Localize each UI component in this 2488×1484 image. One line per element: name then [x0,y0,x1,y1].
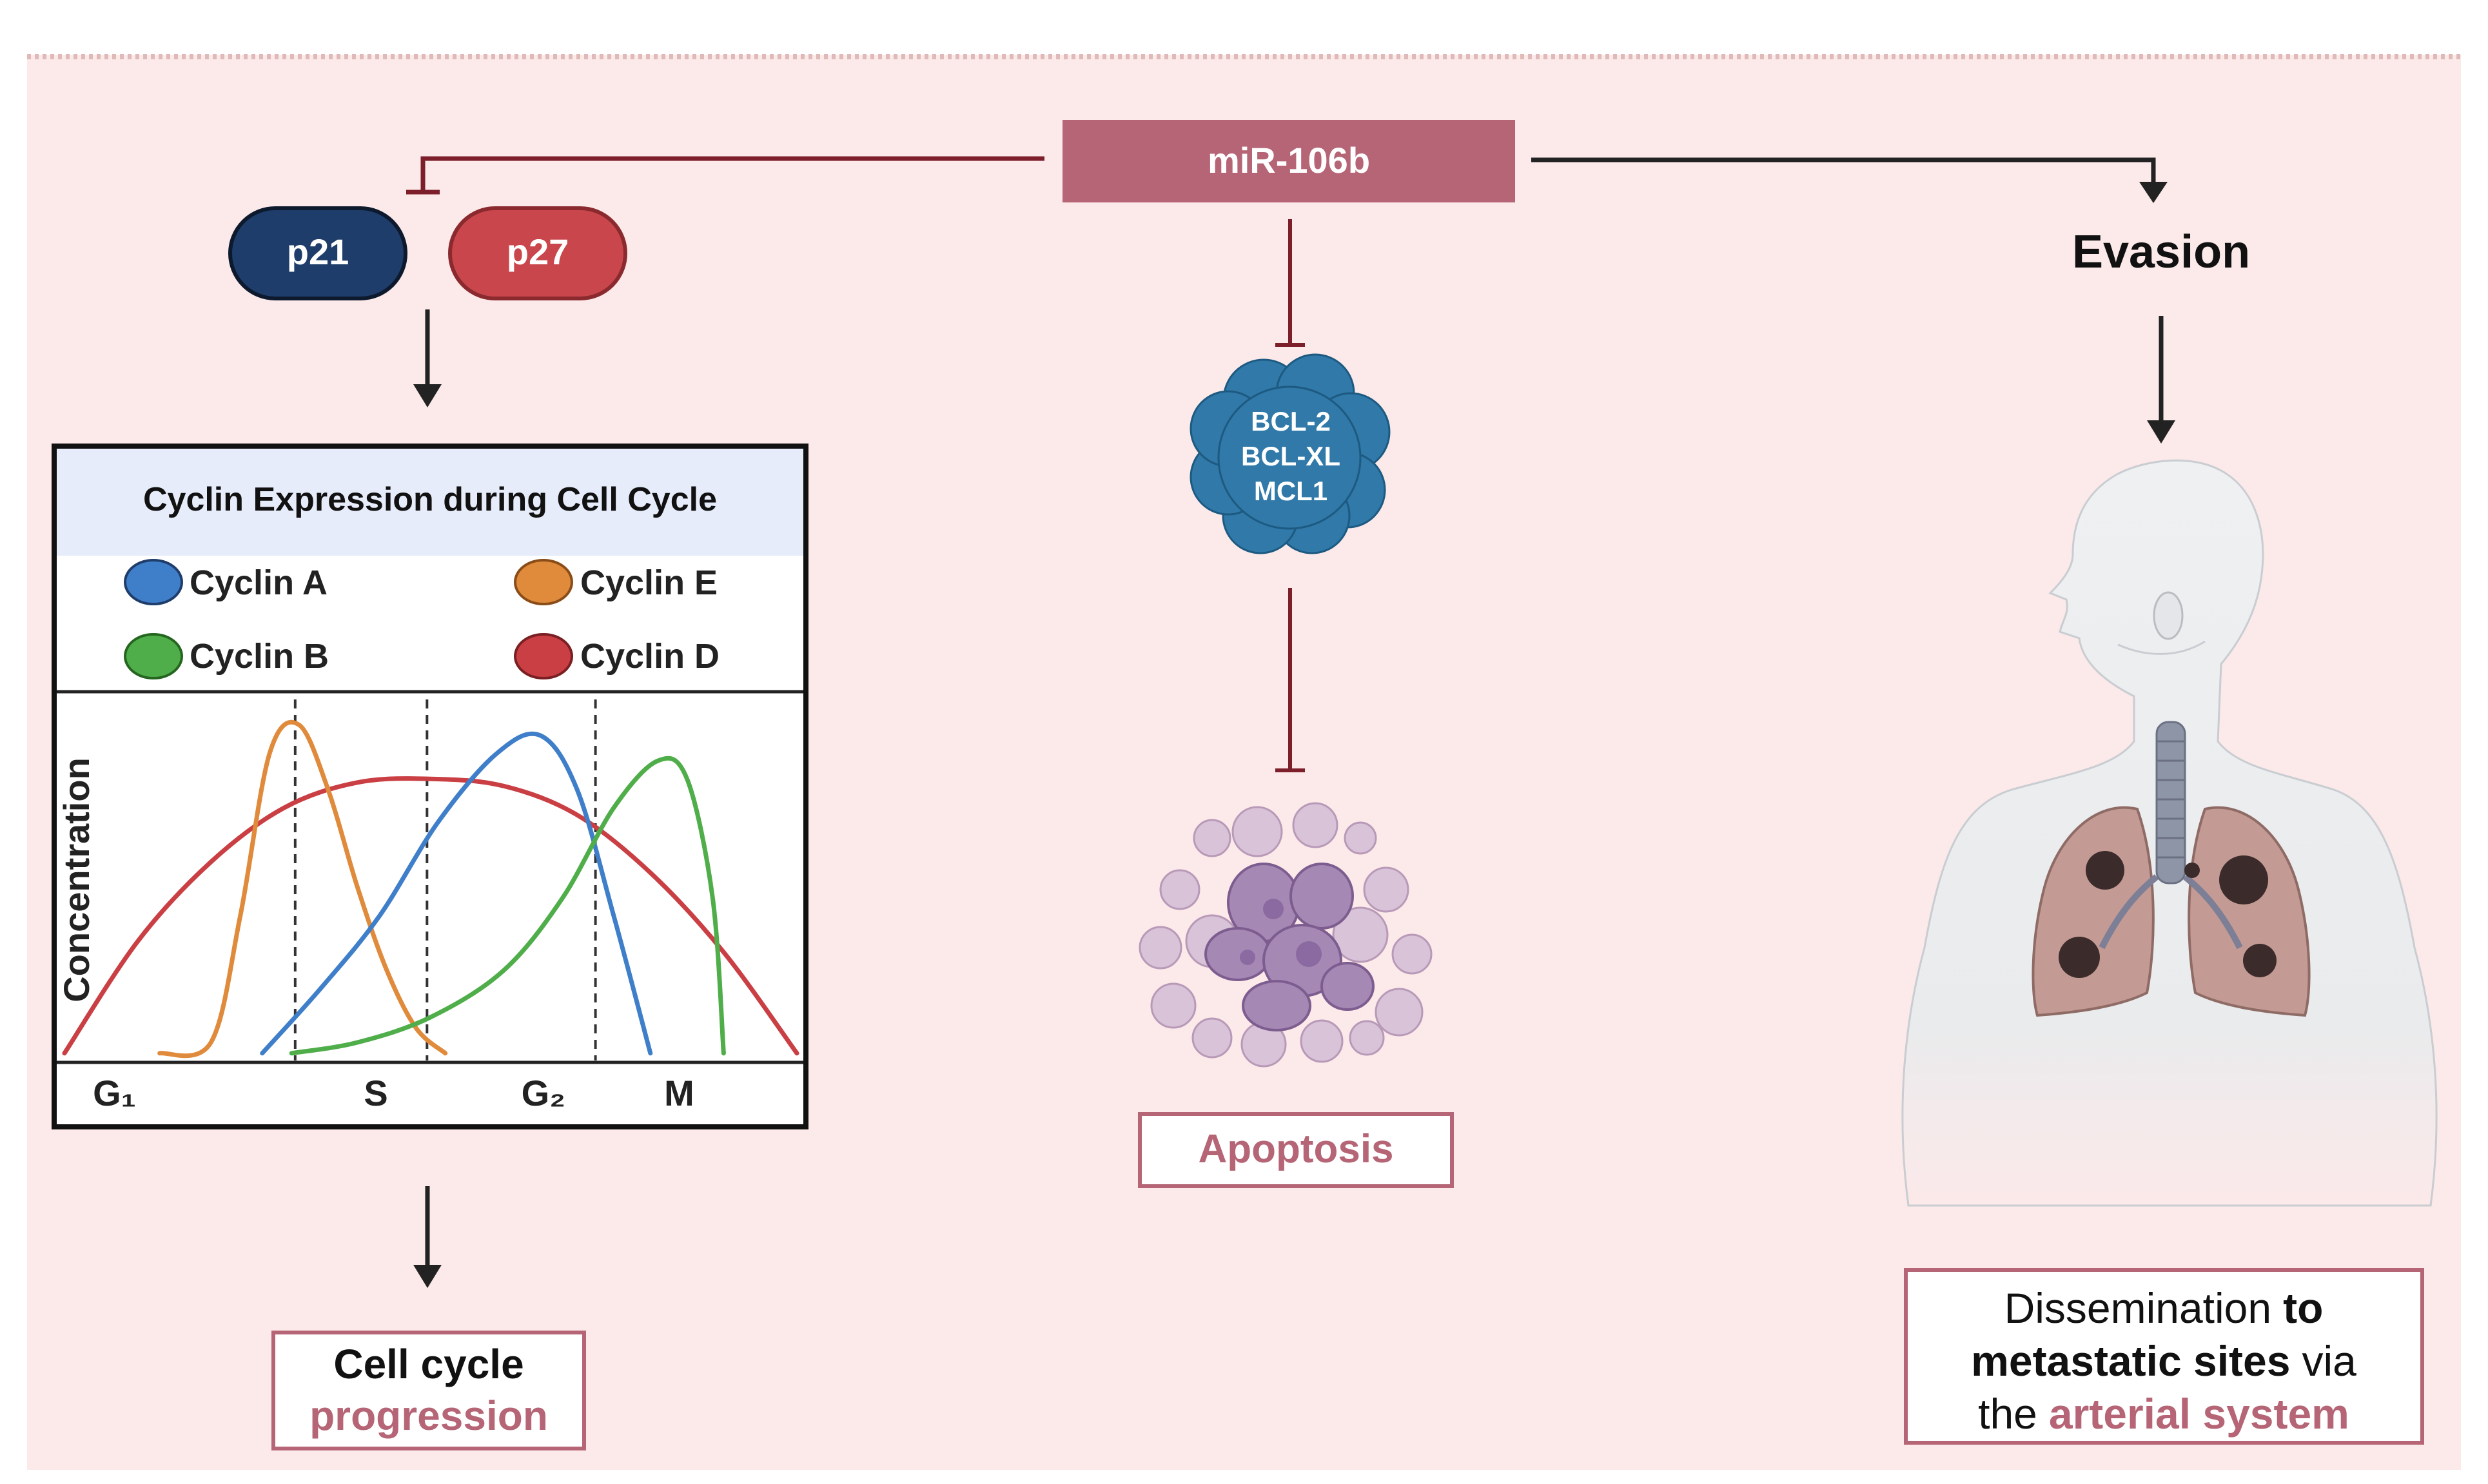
cell-cycle-box [271,1331,586,1450]
legend-label-cyclin-b: Cyclin B [190,637,329,676]
metastatic-sites-word: metastatic sites [1971,1337,2290,1385]
apoptosis-box [1138,1112,1454,1188]
chart-title: Cyclin Expression during Cell Cycle [143,481,717,518]
mcl1-label: MCL1 [1254,476,1327,506]
cyclin-chart: Cyclin Expression during Cell Cycle Cycl… [52,444,808,1129]
legend-label-cyclin-d: Cyclin D [580,637,720,676]
legend-label-cyclin-e: Cyclin E [580,563,718,602]
y-axis-label: Concentration [56,757,97,1002]
cell-cycle-line2: progression [309,1392,548,1439]
apoptosis-label: Apoptosis [1198,1127,1393,1171]
curve-cyclin-d [62,776,799,1056]
arrow-evasion-to-body [2147,316,2175,444]
arterial-system-word: arterial system [2049,1390,2349,1438]
bcl-2-label: BCL-2 [1251,406,1331,436]
curve-cyclin-e [157,719,448,1059]
p27-label: p27 [507,231,569,272]
evasion-label: Evasion [2072,226,2250,278]
bcl-xl-label: BCL-XL [1241,441,1340,471]
mir-106b-box [1063,120,1515,202]
curve-cyclin-a [260,731,653,1056]
phase-tick-label-3: G₂ [522,1073,565,1113]
bcl-protein-cloud: BCL-2 BCL-XL MCL1 [1190,353,1391,554]
inhibit-arrow-apoptosis [1275,588,1305,772]
arrow-to-cyclin-chart [413,309,442,407]
phase-tick-label-2: S [364,1073,387,1113]
via-word: via [2302,1337,2356,1385]
phase-tick-label-4: M [664,1073,694,1113]
legend-swatch-cyclin-e [514,559,573,605]
p21-label: p21 [287,231,349,272]
phase-tick-label-1: G₁ [93,1073,136,1113]
cell-cycle-line1: Cell cycle [333,1341,524,1387]
cyclin-curves [62,719,799,1059]
dissemination-word: Dissemination [2004,1284,2272,1332]
apoptotic-cell-icon [1139,802,1433,1068]
p21-pill [228,206,407,300]
legend-swatch-cyclin-a [124,559,183,605]
chart-frame [54,446,806,1127]
mir-106b-label: miR-106b [1208,140,1370,181]
legend-swatch-cyclin-d [514,633,573,679]
human-body-lungs-illustration [1901,459,2438,1207]
phase-dividers [293,699,597,1060]
p27-pill [448,206,627,300]
the-word: the [1978,1390,2037,1438]
inhibit-arrow-bcl [1275,219,1305,347]
chart-title-band [57,449,803,556]
inhibit-arrow-p21-p27 [406,156,1044,195]
chart-border [52,444,808,1129]
legend-swatch-cyclin-b [124,633,183,679]
arrow-to-evasion [1531,157,2168,203]
dissemination-box [1904,1268,2424,1445]
to-word: to [2283,1284,2323,1332]
curve-cyclin-b [289,756,726,1056]
phase-ticks: G₁ S G₂ M [93,1073,694,1113]
legend-label-cyclin-a: Cyclin A [190,563,328,602]
arrow-to-cell-cycle [413,1186,442,1288]
